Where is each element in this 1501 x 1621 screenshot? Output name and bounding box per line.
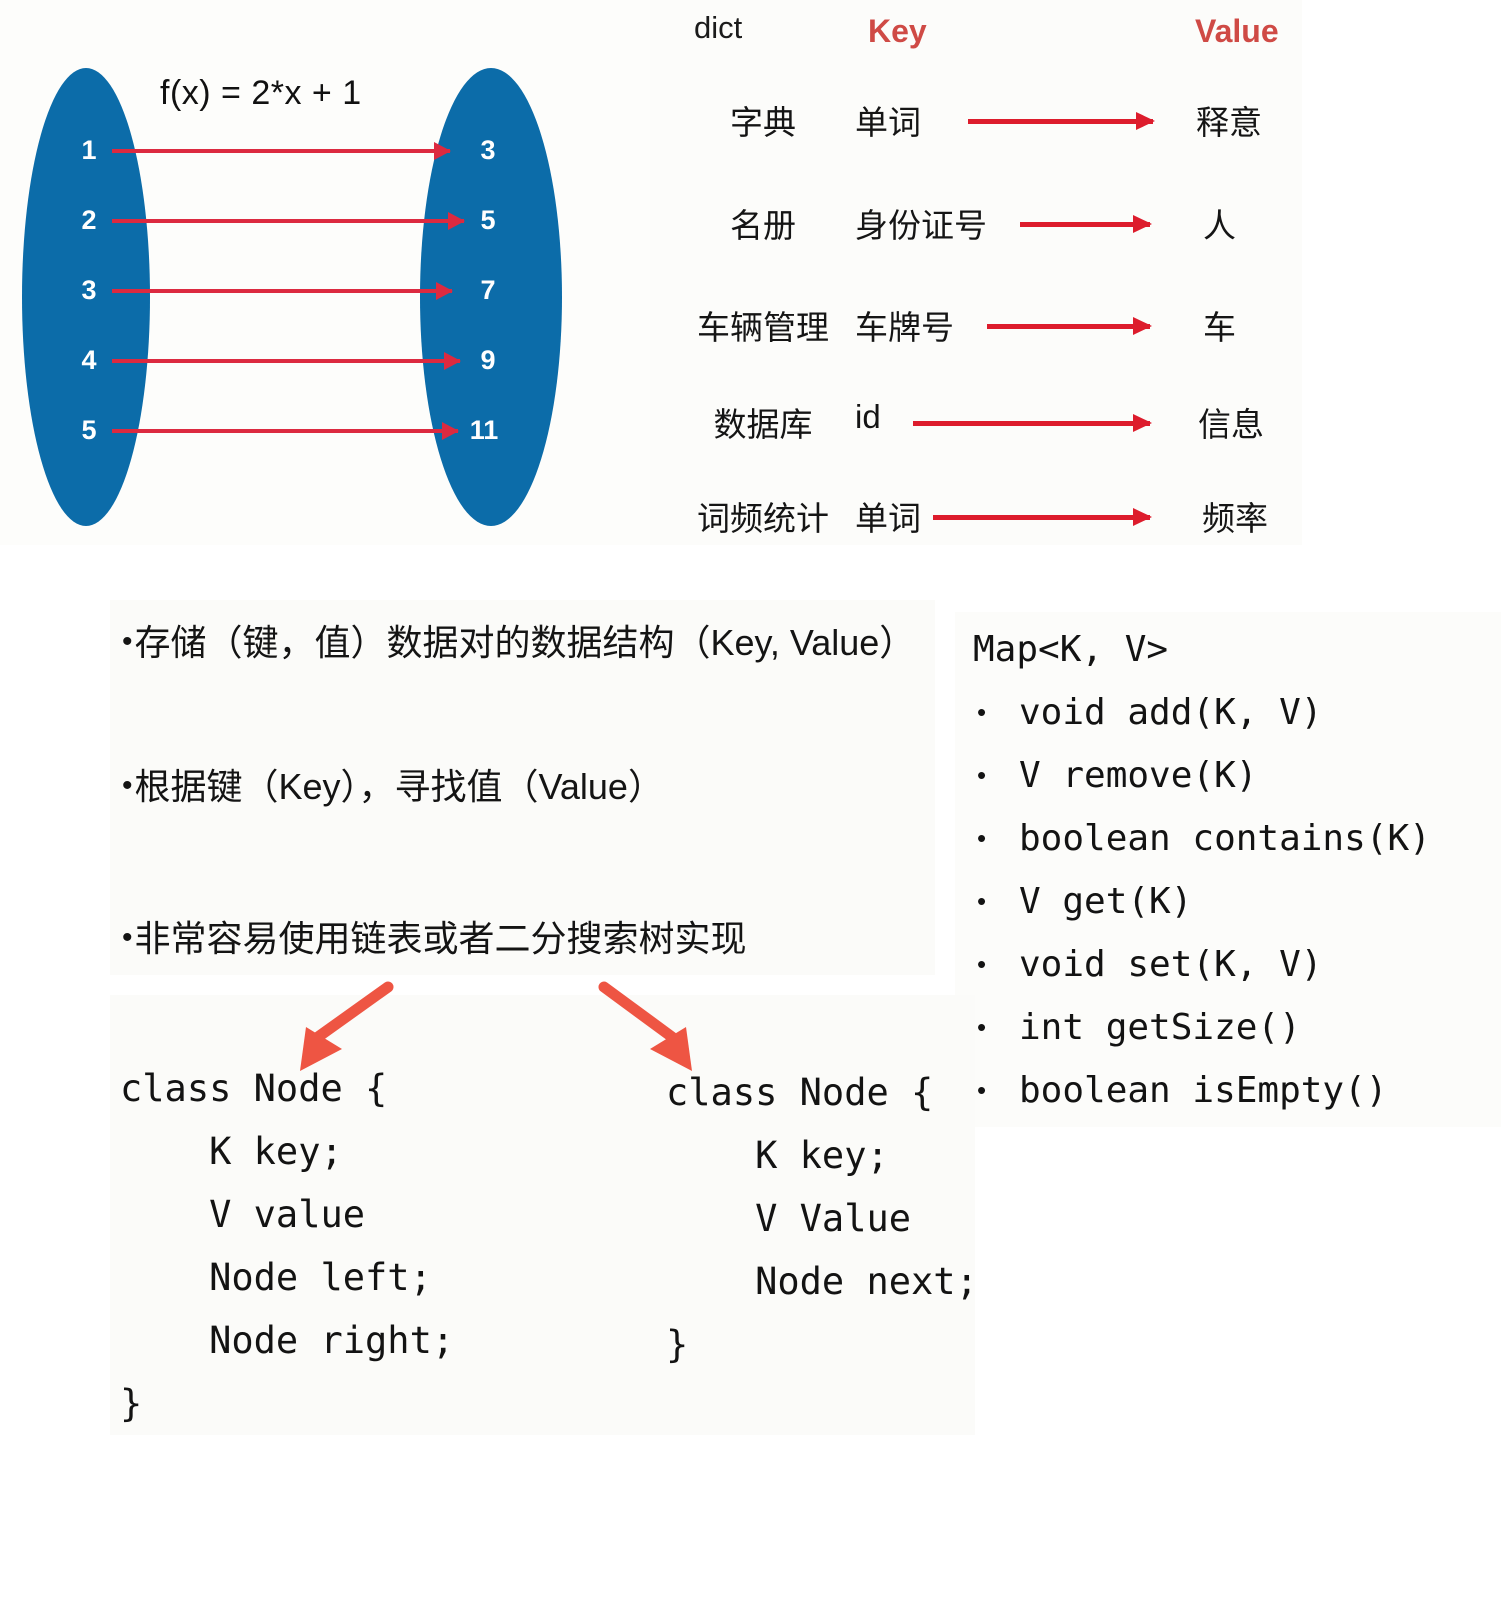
table-row: 名册 身份证号 人 xyxy=(650,199,1302,259)
tree-node-code: class Node { K key; V value Node left; N… xyxy=(120,1067,455,1425)
api-method-label: int getSize() xyxy=(1019,1007,1301,1048)
arrow-to-list-node-icon xyxy=(598,981,692,1071)
list-item: •根据键（Key），寻找值（Value） xyxy=(122,758,664,810)
row-value: 人 xyxy=(1203,207,1236,244)
bullet-dot-icon: • xyxy=(977,949,987,979)
api-method-get: • V get(K) xyxy=(977,881,1192,922)
mapping-arrow-2 xyxy=(112,212,465,230)
map-interface-api-list: Map<K, V> • void add(K, V) • V remove(K) •… xyxy=(955,612,1501,1127)
table-row: 字典 单词 释意 xyxy=(650,96,1302,156)
domain-value-3: 3 xyxy=(81,275,97,305)
domain-value-2: 2 xyxy=(81,205,97,235)
row-context: 数据库 xyxy=(713,406,813,443)
dict-key-value-table: dict Key Value 字典 单词 释意 名册 身份证号 人 车辆管理 车… xyxy=(650,0,1302,545)
bullet-dot-icon: • xyxy=(977,823,987,853)
bullet-dot-icon: • xyxy=(122,769,133,802)
function-formula: f(x) = 2*x + 1 xyxy=(160,74,362,112)
api-method-label: boolean isEmpty() xyxy=(1019,1070,1388,1111)
table-row: 数据库 id 信息 xyxy=(650,398,1302,458)
row-value: 信息 xyxy=(1198,406,1264,443)
row-arrow-icon xyxy=(913,414,1152,432)
row-context: 车辆管理 xyxy=(697,309,829,346)
api-method-label: V remove(K) xyxy=(1019,755,1258,796)
mapping-arrow-4 xyxy=(112,352,461,370)
api-method-label: V get(K) xyxy=(1019,881,1193,922)
domain-value-5: 5 xyxy=(81,415,97,445)
range-value-9: 9 xyxy=(480,345,496,375)
list-node-code: class Node { K key; V Value Node next; } xyxy=(666,1071,978,1366)
dict-title: dict xyxy=(694,10,743,45)
api-method-getsize: • int getSize() xyxy=(977,1007,1301,1048)
domain-ellipse xyxy=(22,68,150,526)
row-context: 词频统计 xyxy=(697,500,829,537)
table-row: 词频统计 单词 频率 xyxy=(650,492,1302,552)
bullet-dot-icon: • xyxy=(122,625,133,658)
row-key: 车牌号 xyxy=(855,309,954,346)
range-value-7: 7 xyxy=(480,275,496,305)
bullet-dot-icon: • xyxy=(977,697,987,727)
function-mapping-diagram: f(x) = 2*x + 1 1 2 3 4 5 3 5 7 9 11 xyxy=(0,0,650,545)
api-method-label: void set(K, V) xyxy=(1019,944,1323,985)
mapping-arrow-5 xyxy=(112,422,459,440)
domain-value-4: 4 xyxy=(81,345,97,375)
row-key: 单词 xyxy=(855,500,921,537)
table-row: 车辆管理 车牌号 车 xyxy=(650,301,1302,361)
api-method-label: boolean contains(K) xyxy=(1019,818,1431,859)
column-header-key: Key xyxy=(868,13,927,49)
range-value-5: 5 xyxy=(480,205,496,235)
bullet-dot-icon: • xyxy=(122,921,133,954)
bullet-text: 根据键（Key），寻找值（Value） xyxy=(134,766,664,807)
api-method-remove: • V remove(K) xyxy=(977,755,1257,796)
row-key: 身份证号 xyxy=(855,207,987,244)
node-code-examples: class Node { K key; V value Node left; N… xyxy=(110,995,978,1435)
bullet-dot-icon: • xyxy=(977,1075,987,1105)
row-arrow-icon xyxy=(1020,215,1152,233)
row-key: id xyxy=(855,398,881,435)
api-method-isempty: • boolean isEmpty() xyxy=(977,1070,1387,1111)
range-value-3: 3 xyxy=(480,135,496,165)
api-method-set: • void set(K, V) xyxy=(977,944,1322,985)
range-value-11: 11 xyxy=(469,415,499,445)
bullet-text: 非常容易使用链表或者二分搜索树实现 xyxy=(134,918,747,959)
api-method-add: • void add(K, V) xyxy=(977,692,1322,733)
row-context: 字典 xyxy=(730,104,796,141)
bullet-dot-icon: • xyxy=(977,1012,987,1042)
row-arrow-icon xyxy=(933,508,1152,526)
row-key: 单词 xyxy=(855,104,921,141)
api-method-contains: • boolean contains(K) xyxy=(977,818,1431,859)
mapping-arrow-3 xyxy=(112,282,453,300)
column-header-value: Value xyxy=(1195,13,1279,49)
list-item: •非常容易使用链表或者二分搜索树实现 xyxy=(122,910,747,962)
bullet-dot-icon: • xyxy=(977,886,987,916)
row-context: 名册 xyxy=(730,207,796,244)
api-method-label: void add(K, V) xyxy=(1019,692,1323,733)
list-item: •存储（键，值）数据对的数据结构（Key, Value） xyxy=(122,614,915,666)
domain-value-1: 1 xyxy=(81,135,97,165)
row-arrow-icon xyxy=(968,112,1155,130)
bullet-text: 存储（键，值）数据对的数据结构（Key, Value） xyxy=(134,622,916,663)
row-value: 频率 xyxy=(1202,500,1268,537)
row-value: 释意 xyxy=(1196,104,1262,141)
mapping-arrow-1 xyxy=(112,142,451,160)
row-value: 车 xyxy=(1203,309,1236,346)
arrow-to-tree-node-icon xyxy=(300,981,394,1071)
map-interface-title: Map<K, V> xyxy=(973,629,1169,670)
concept-bullet-list: •存储（键，值）数据对的数据结构（Key, Value） •根据键（Key），寻… xyxy=(110,600,935,975)
row-arrow-icon xyxy=(987,317,1152,335)
bullet-dot-icon: • xyxy=(977,760,987,790)
